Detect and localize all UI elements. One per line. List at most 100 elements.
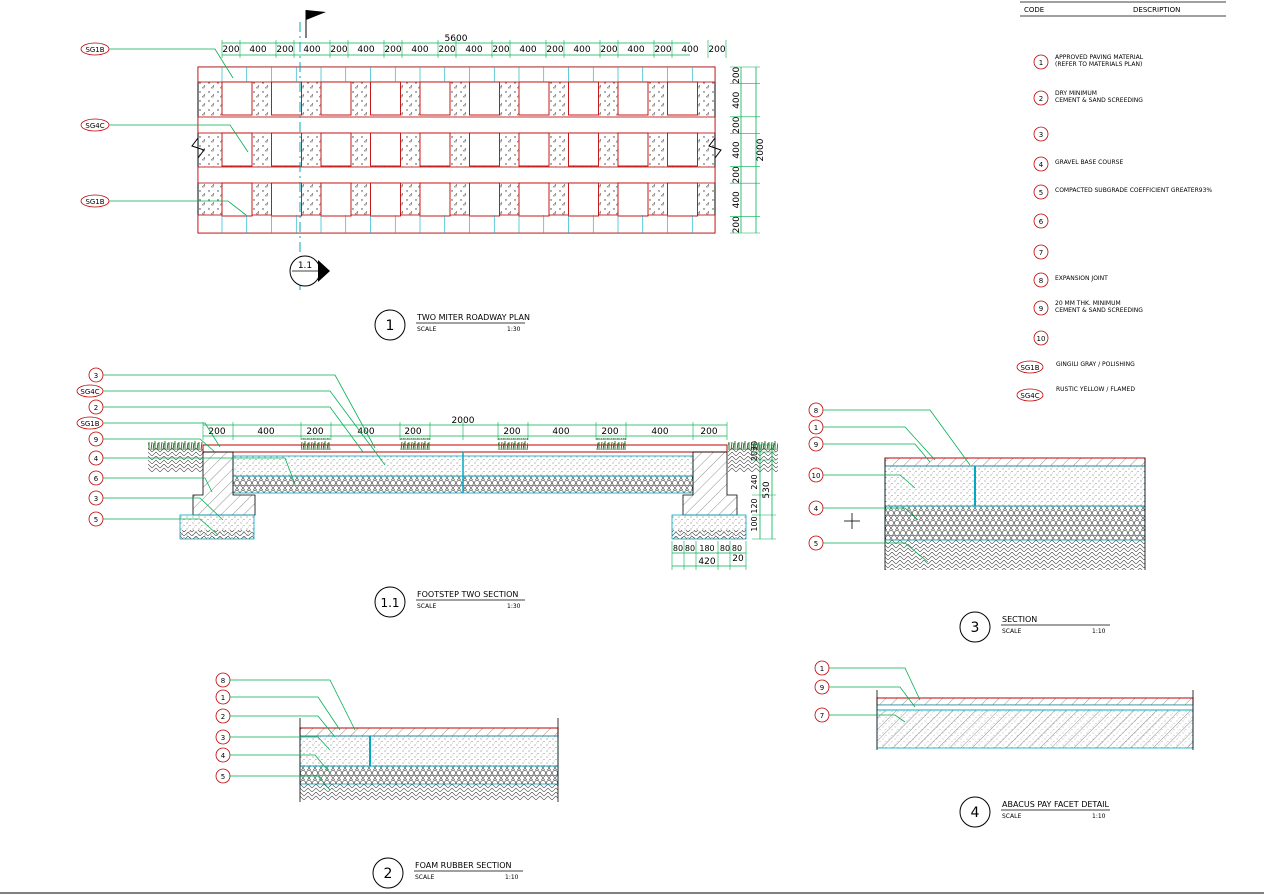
callout-label: 5 <box>814 540 818 548</box>
title-text: SECTION <box>1002 615 1037 624</box>
plan-tag-2: SG4C <box>80 118 249 153</box>
legend-item: 5 COMPACTED SUBGRADE COEFFICIENT GREATER9… <box>1033 184 1212 200</box>
plan-tag-1: SG1B <box>80 42 234 79</box>
plan-top-dim: 400 <box>681 45 698 55</box>
legend-item-code: 7 <box>1039 249 1043 257</box>
legend-item-code: 8 <box>1039 277 1043 285</box>
title-scale: 1:10 <box>1092 628 1106 635</box>
section-marker: 1.1 <box>289 255 330 287</box>
callout-label: 8 <box>221 677 225 685</box>
paving-layer <box>202 444 728 453</box>
paver-tile <box>370 182 401 217</box>
plan-right-dim: 400 <box>732 141 742 158</box>
fs-right-dim: 20 <box>750 451 759 461</box>
callout: 5 <box>88 511 219 536</box>
callout-label: 9 <box>820 684 824 692</box>
callout: 3 <box>215 729 331 751</box>
paver-tile <box>518 81 550 116</box>
paver-tile <box>469 132 500 167</box>
plan-top-dim: 400 <box>357 45 374 55</box>
legend-item-text2: CEMENT & SAND SCREEDING <box>1055 97 1143 104</box>
paver-band <box>197 66 716 83</box>
legend-item-code: 3 <box>1039 131 1043 139</box>
plan-top-dim: 400 <box>573 45 590 55</box>
fs-total-width: 2000 <box>452 416 475 426</box>
fs-top-dim: 400 <box>651 427 668 437</box>
paver-band <box>197 214 716 234</box>
break-line-left <box>191 137 205 159</box>
section-4-detail: 19 7 <box>814 660 1194 750</box>
paver-tile <box>518 182 550 217</box>
legend-item-text: 20 MM THK. MINIMUM <box>1055 300 1121 307</box>
legend-material-1: SG1B GINGILI GRAY / POLISHING <box>1016 360 1135 374</box>
callout: 9 <box>88 431 216 453</box>
fs-bottom-total: 420 <box>698 557 715 567</box>
paver-grid <box>197 66 716 234</box>
callout-label: 2 <box>221 713 225 721</box>
legend-item-text2: (REFER TO MATERIALS PLAN) <box>1055 61 1142 68</box>
legend-item-code: 2 <box>1039 95 1043 103</box>
legend-item-text: COMPACTED SUBGRADE COEFFICIENT GREATER93… <box>1055 187 1212 194</box>
callout-label: 5 <box>94 516 98 524</box>
callout-label: 8 <box>814 407 818 415</box>
plan-right-dim: 400 <box>732 191 742 208</box>
title-text: FOOTSTEP TWO SECTION <box>417 590 518 599</box>
plan-top-dim: 200 <box>276 45 293 55</box>
paver-tile <box>419 182 451 217</box>
title-scale: 1:30 <box>507 603 521 610</box>
svg-text:SG4C: SG4C <box>85 122 104 130</box>
legend-item-text: APPROVED PAVING MATERIAL <box>1055 54 1144 61</box>
callout-label: 4 <box>94 455 99 463</box>
callout-label: 3 <box>221 734 225 742</box>
svg-text:SG1B: SG1B <box>85 46 104 54</box>
callout: 9 <box>808 436 931 463</box>
title-scale-label: SCALE <box>417 603 436 610</box>
paver-tile <box>568 81 599 116</box>
plan-top-dim: 400 <box>249 45 266 55</box>
plan-top-dim: 400 <box>465 45 482 55</box>
callout-label: 5 <box>221 773 225 781</box>
callout-label: 2 <box>94 404 98 412</box>
paver-tile <box>221 132 253 167</box>
callout: 7 <box>814 707 906 723</box>
callout: 8 <box>808 402 971 466</box>
callout: 9 <box>814 679 916 708</box>
svg-text:SG4C: SG4C <box>1020 392 1039 400</box>
callout: 1 <box>814 660 921 701</box>
ground-left <box>148 448 203 472</box>
paver-tile <box>469 81 500 116</box>
callout-label: 4 <box>814 505 819 513</box>
legend-item: 7 <box>1033 244 1049 260</box>
fs-right-dim: 100 <box>750 516 759 531</box>
plan-right-dim: 200 <box>732 66 742 83</box>
plan-total-height: 2000 <box>756 138 766 161</box>
legend-material-2: SG4C RUSTIC YELLOW / FLAMED <box>1016 386 1135 402</box>
legend-item-code: 4 <box>1039 161 1044 169</box>
svg-text:GINGILI GRAY / POLISHING: GINGILI GRAY / POLISHING <box>1056 361 1135 368</box>
title-scale-label: SCALE <box>417 326 436 333</box>
legend-item-code: 5 <box>1039 189 1043 197</box>
svg-text:SG1B: SG1B <box>1020 364 1039 372</box>
plan-right-dim: 200 <box>732 216 742 233</box>
plan-top-dim: 400 <box>627 45 644 55</box>
legend-item: 6 <box>1033 213 1049 229</box>
plan-top-dim: 400 <box>411 45 428 55</box>
crosshair-icon <box>844 513 860 529</box>
paver-band <box>197 116 716 134</box>
fs-right-dim: 240 <box>750 474 759 489</box>
callout: 1 <box>808 419 936 461</box>
wall-left <box>192 451 256 516</box>
s4-callouts: 19 7 <box>814 660 921 723</box>
callout: 5 <box>215 768 331 791</box>
legend-item-code: 6 <box>1039 218 1044 226</box>
